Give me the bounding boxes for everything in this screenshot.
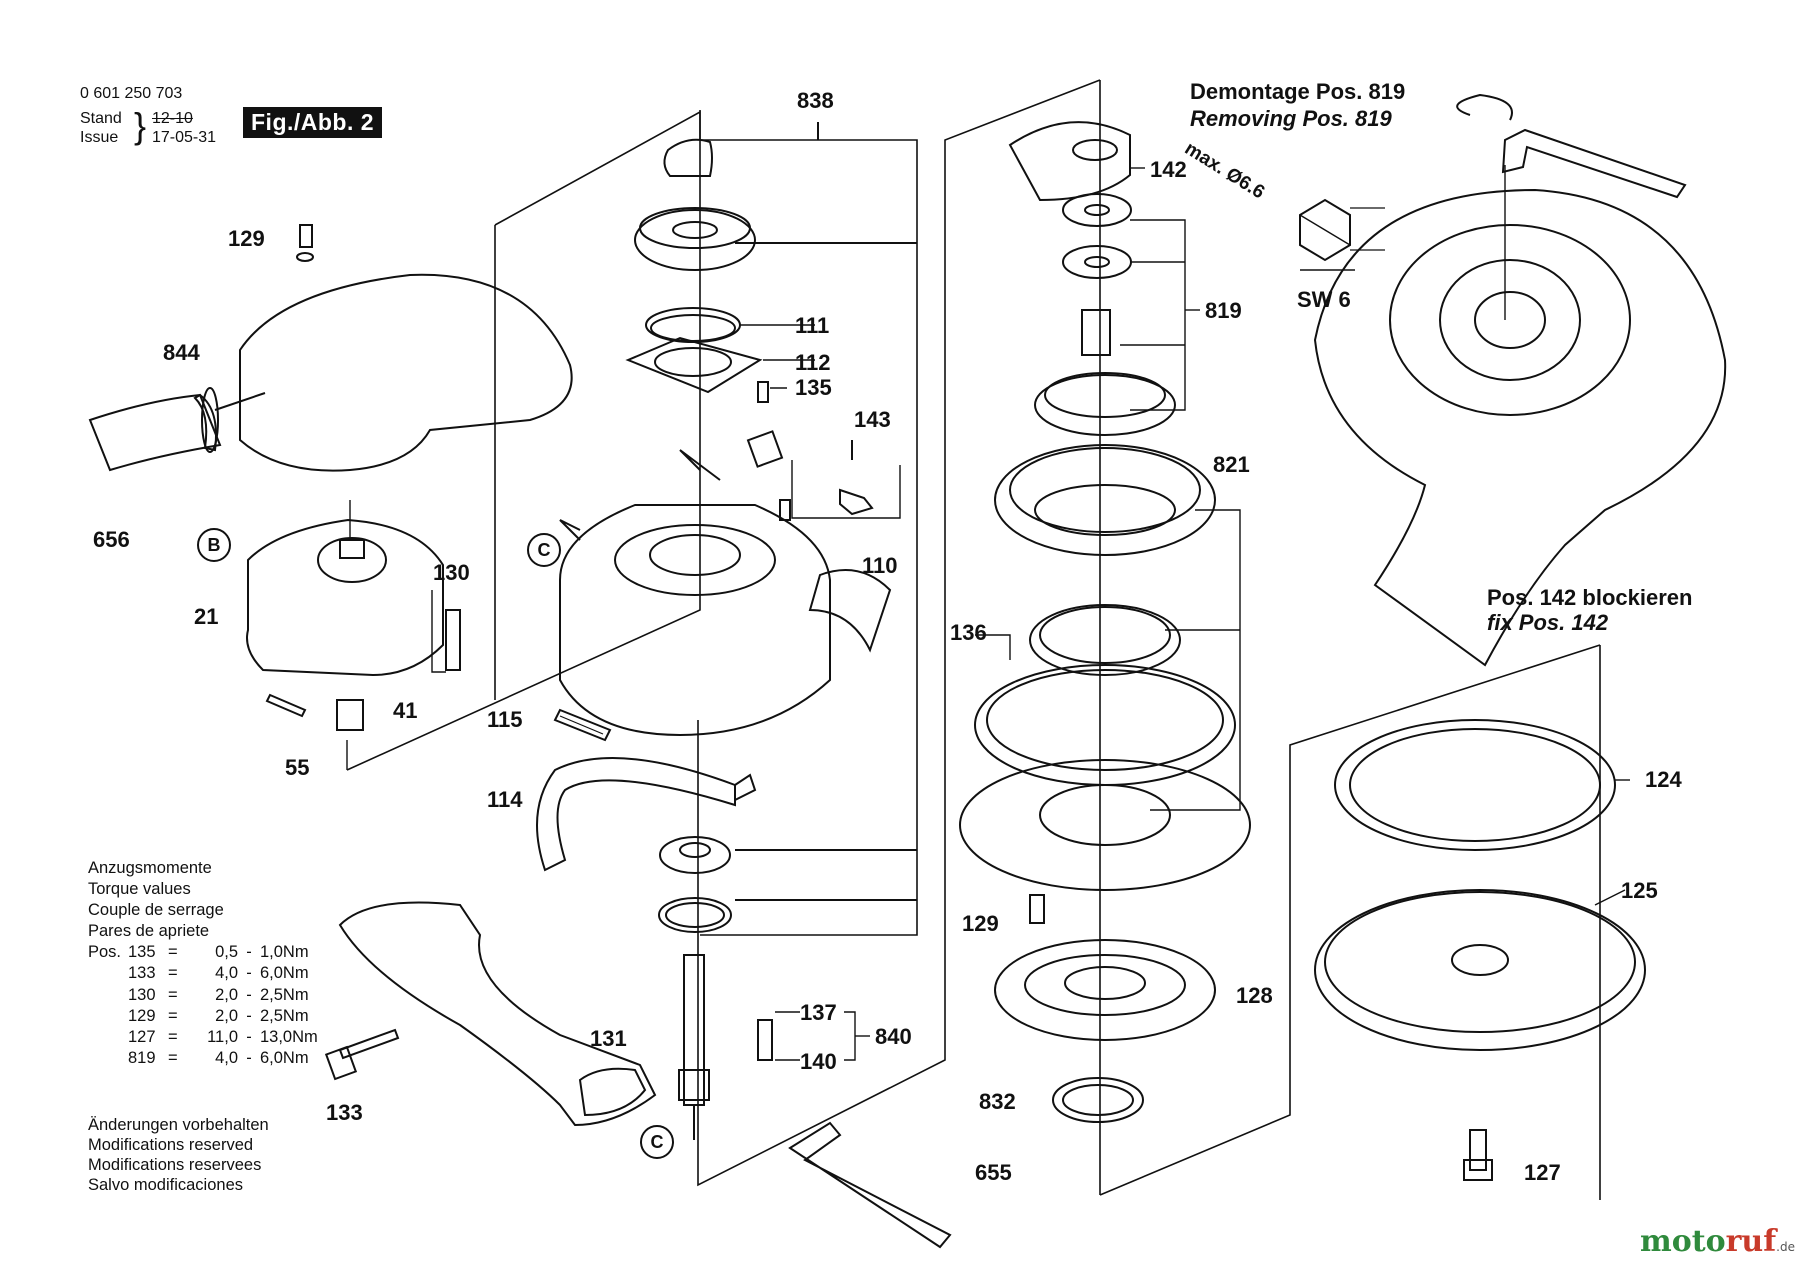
torque-pos: 819 xyxy=(128,1049,156,1068)
torque-min: 2,0 xyxy=(215,985,238,1004)
part-label-656: 656 xyxy=(93,527,130,552)
watermark-part1: moto xyxy=(1640,1224,1726,1259)
part-label-137: 137 xyxy=(800,1000,837,1025)
torque-row: 129 = 2,0 - 2,5Nm xyxy=(88,1006,318,1027)
torque-min: 4,0 xyxy=(215,1049,238,1068)
part-label-142: 142 xyxy=(1150,157,1187,182)
watermark-logo: motoruf.de xyxy=(1640,1224,1795,1259)
part-label-133: 133 xyxy=(326,1100,363,1125)
torque-dash: - xyxy=(246,1049,252,1068)
torque-dash: - xyxy=(246,1006,252,1025)
marker-c-bottom: C xyxy=(640,1125,674,1159)
torque-max: 2,5Nm xyxy=(260,1006,309,1025)
part-label-21: 21 xyxy=(194,604,219,629)
part-label-125: 125 xyxy=(1621,878,1658,903)
part-label-821: 821 xyxy=(1213,452,1250,477)
torque-min: 0,5 xyxy=(215,943,238,961)
modifications-fr: Modifications reservees xyxy=(88,1156,262,1174)
torque-dash: - xyxy=(246,943,252,961)
torque-pos: 135 xyxy=(128,943,156,961)
torque-max: 2,5Nm xyxy=(260,985,309,1004)
part-label-41: 41 xyxy=(393,698,418,723)
sw-label: SW 6 xyxy=(1297,287,1351,312)
part-label-655: 655 xyxy=(975,1160,1012,1185)
torque-min: 4,0 xyxy=(215,964,238,983)
watermark-suffix: .de xyxy=(1776,1240,1795,1254)
demontage-title: Demontage Pos. 819 xyxy=(1190,79,1406,104)
part-label-130: 130 xyxy=(433,560,470,585)
modifications-es: Salvo modificaciones xyxy=(88,1176,243,1194)
torque-title-en: Torque values xyxy=(88,880,191,898)
part-label-143: 143 xyxy=(854,407,891,432)
torque-pos: 127 xyxy=(128,1028,156,1047)
part-label-844: 844 xyxy=(163,340,200,365)
part-label-832: 832 xyxy=(979,1089,1016,1114)
part-label-112: 112 xyxy=(795,350,831,375)
part-label-129-mid: 129 xyxy=(962,911,999,936)
part-label-124: 124 xyxy=(1645,767,1682,792)
figure-label: Fig./Abb. 2 xyxy=(243,107,383,138)
torque-min: 11,0 xyxy=(207,1028,238,1047)
torque-row: Pos. 135 = 0,5 - 1,0Nm xyxy=(88,942,318,963)
modifications-en: Modifications reserved xyxy=(88,1136,254,1154)
part-label-840: 840 xyxy=(875,1024,912,1049)
part-label-110: 110 xyxy=(862,553,898,578)
part-label-819: 819 xyxy=(1205,298,1242,323)
torque-row: 133 = 4,0 - 6,0Nm xyxy=(88,963,318,984)
torque-eq: = xyxy=(168,1006,178,1025)
torque-table: Pos. 135 = 0,5 - 1,0Nm 133 = 4,0 - 6,0Nm… xyxy=(88,942,318,1070)
part-label-131: 131 xyxy=(590,1026,627,1051)
torque-eq: = xyxy=(168,964,178,983)
torque-eq: = xyxy=(168,1028,178,1047)
part-label-127: 127 xyxy=(1524,1160,1561,1185)
torque-row: 127 = 11,0 - 13,0Nm xyxy=(88,1027,318,1048)
torque-dash: - xyxy=(246,964,252,983)
marker-c-top: C xyxy=(527,533,561,567)
part-label-114: 114 xyxy=(487,787,523,812)
torque-pos-label: Pos. xyxy=(88,943,122,961)
torque-max: 6,0Nm xyxy=(260,1049,309,1068)
torque-pos: 130 xyxy=(128,985,156,1004)
torque-title-fr: Couple de serrage xyxy=(88,901,224,919)
modifications-de: Änderungen vorbehalten xyxy=(88,1116,269,1134)
part-label-136: 136 xyxy=(950,620,987,645)
block-note-line1: Pos. 142 blockieren xyxy=(1487,585,1693,610)
torque-pos: 129 xyxy=(128,1006,156,1025)
watermark-part2: ruf xyxy=(1725,1224,1777,1259)
torque-row: 130 = 2,0 - 2,5Nm xyxy=(88,985,318,1006)
issue-label: Issue xyxy=(80,129,119,146)
marker-b: B xyxy=(197,528,231,562)
torque-dash: - xyxy=(246,1028,252,1047)
torque-max: 1,0Nm xyxy=(260,943,309,961)
torque-eq: = xyxy=(168,943,178,961)
torque-title-de: Anzugsmomente xyxy=(88,859,212,877)
torque-title-es: Pares de apriete xyxy=(88,922,210,940)
part-label-135: 135 xyxy=(795,375,832,400)
torque-eq: = xyxy=(168,985,178,1004)
part-label-838: 838 xyxy=(797,88,834,113)
part-label-115: 115 xyxy=(487,707,523,732)
block-note-line2: fix Pos. 142 xyxy=(1487,610,1609,635)
issue-value: 17-05-31 xyxy=(152,129,217,146)
torque-pos: 133 xyxy=(128,964,156,983)
part-label-128: 128 xyxy=(1236,983,1273,1008)
torque-max: 13,0Nm xyxy=(260,1028,318,1047)
torque-eq: = xyxy=(168,1049,178,1068)
torque-row: 819 = 4,0 - 6,0Nm xyxy=(88,1048,318,1069)
demontage-subtitle: Removing Pos. 819 xyxy=(1190,106,1392,131)
brace-icon: } xyxy=(134,105,147,146)
torque-dash: - xyxy=(246,985,252,1004)
part-number: 0 601 250 703 xyxy=(80,85,183,102)
torque-max: 6,0Nm xyxy=(260,964,309,983)
stand-label: Stand xyxy=(80,110,122,127)
part-label-111: 111 xyxy=(795,313,830,338)
part-label-55: 55 xyxy=(285,755,310,780)
stand-value: 12-10 xyxy=(152,110,193,127)
part-label-140: 140 xyxy=(800,1049,837,1074)
torque-min: 2,0 xyxy=(215,1006,238,1025)
part-label-129: 129 xyxy=(228,226,265,251)
